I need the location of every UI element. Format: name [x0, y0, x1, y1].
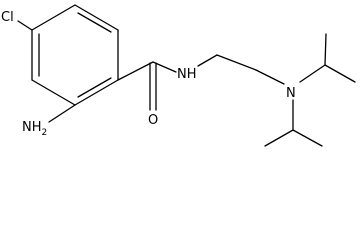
bond-ch-upper-methyl-a	[324, 33, 327, 66]
bond-ch-upper-methyl-b	[324, 64, 356, 83]
bond-amide-n-ch2	[197, 54, 218, 67]
amine-nitrogen-label: N	[286, 86, 296, 101]
bond-amine-n-ch-upper	[299, 64, 326, 83]
bond-lines	[17, 4, 356, 147]
bond-ring-c6-c1	[31, 4, 76, 31]
bond-ch2-ch2	[216, 54, 257, 71]
bond-ring-inner-2	[77, 77, 112, 98]
bond-ring-amino	[48, 104, 76, 123]
structure-diagram: Cl NH2 NH O N	[1, 4, 356, 147]
chlorine-label: Cl	[1, 10, 14, 25]
bond-ring-c4-c5	[31, 79, 76, 106]
bond-ring-chlorine	[17, 20, 33, 31]
amino-label-main: NH	[22, 120, 42, 135]
bond-ring-carbonyl	[117, 61, 154, 81]
amide-nitrogen-label: NH	[177, 67, 197, 82]
bond-carbonyl-amide-n	[152, 61, 177, 73]
atom-labels: Cl NH2 NH O N	[1, 10, 296, 138]
carbonyl-oxygen-label: O	[148, 113, 158, 128]
bond-ring-c1-c2	[74, 4, 119, 31]
amino-label: NH2	[22, 120, 47, 138]
bond-ch-lower-methyl-b	[292, 129, 323, 147]
amino-label-subscript: 2	[42, 128, 48, 138]
bond-ch-lower-methyl-a	[264, 129, 294, 147]
bond-ring-c3-c4	[74, 79, 119, 106]
bond-ring-inner-1	[77, 12, 112, 33]
bond-ch2-amine-n	[255, 69, 285, 85]
